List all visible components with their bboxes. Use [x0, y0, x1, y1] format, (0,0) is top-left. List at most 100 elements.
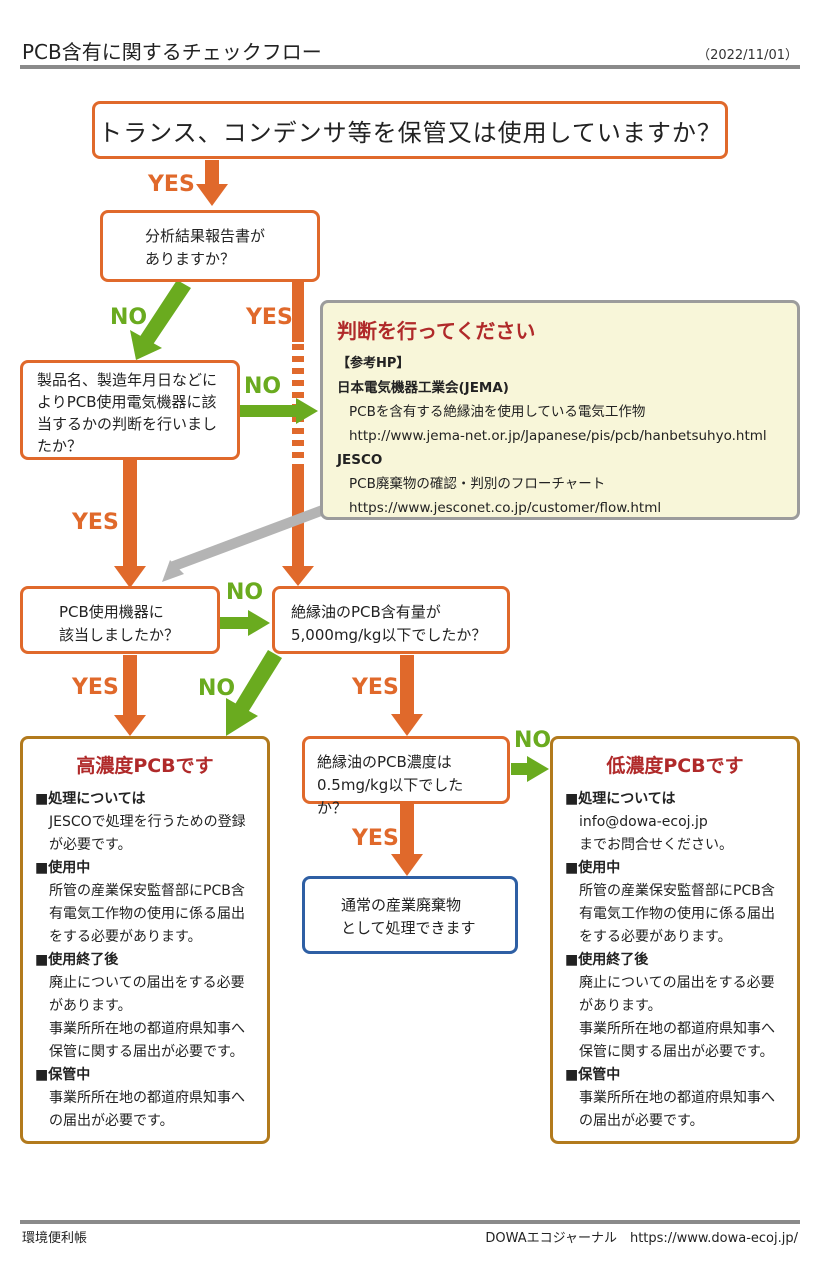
report-question-line: ありますか？ — [145, 250, 236, 268]
product-question-box: 製品名、製造年月日などに よりPCB使用電気機器に該 当するかの判断を行いまし … — [20, 360, 240, 460]
high-sec-body: JESCOで処理を行うための登録 — [49, 814, 246, 830]
arrow-head-product-info — [296, 398, 318, 424]
arrow-content-to-high — [234, 650, 282, 714]
low-sec-body: 保管に関する届出が必要です。 — [579, 1044, 774, 1060]
arrow-info-to-applies — [170, 500, 343, 570]
normal-waste-box: 通常の産業廃棄物 として処理できます — [302, 876, 518, 954]
info-org1-url[interactable]: http://www.jema-net.or.jp/Japanese/pis/p… — [349, 428, 767, 444]
high-sec-head: ■使用終了後 — [35, 952, 119, 968]
arrow-product-to-info — [240, 405, 298, 417]
content-question-box: 絶縁油のPCB含有量が 5,000mg/kg以下でしたか？ — [272, 586, 510, 654]
low-sec-body: をする必要があります。 — [579, 929, 732, 945]
yes-label-report: YES — [246, 305, 293, 330]
applies-question-line: PCB使用機器に — [59, 603, 164, 621]
high-sec-body: 保管に関する届出が必要です。 — [49, 1044, 244, 1060]
low-sec-body: 有電気工作物の使用に係る届出 — [579, 906, 775, 922]
low-sec-head: ■処理については — [565, 791, 676, 807]
dash-4 — [292, 380, 304, 386]
report-question-box: 分析結果報告書が ありますか？ — [100, 210, 320, 282]
info-org2-desc: PCB廃棄物の確認・判別のフローチャート — [349, 476, 606, 492]
info-org2-url[interactable]: https://www.jesconet.co.jp/customer/flow… — [349, 500, 662, 516]
dash-1 — [292, 344, 304, 350]
normal-waste-line: として処理できます — [341, 919, 476, 937]
low-sec-body: 所管の産業保安監督部にPCB含 — [579, 883, 775, 899]
high-sec-head: ■保管中 — [35, 1067, 91, 1083]
report-question-line: 分析結果報告書が — [145, 227, 266, 245]
arrow-report-to-product — [139, 280, 191, 346]
date-label: （2022/11/01） — [697, 48, 798, 63]
concentration-question-line: 0.5mg/kg以下でしたか？ — [317, 776, 464, 817]
no-label-concentration: NO — [514, 728, 552, 753]
reference-info-box: 判断を行ってください 【参考HP】 日本電気機器工業会(JEMA) PCBを含有… — [320, 300, 800, 520]
low-sec-body: 事業所所在地の都道府県知事へ — [579, 1021, 775, 1037]
dash-9 — [292, 440, 304, 446]
dash-3 — [292, 368, 304, 374]
arrow-product-to-applies — [123, 460, 137, 568]
dash-10 — [292, 452, 304, 458]
low-sec-body: 事業所所在地の都道府県知事へ — [579, 1090, 775, 1106]
arrow-head-content-conc — [391, 714, 423, 736]
high-sec-body: 事業所所在地の都道府県知事へ — [49, 1090, 245, 1106]
page-title: PCB含有に関するチェックフロー — [22, 40, 322, 64]
info-org1: 日本電気機器工業会(JEMA) — [337, 380, 509, 396]
low-pcb-title: 低濃度PCBです — [606, 755, 744, 777]
arrow-report-to-content-top — [292, 282, 304, 342]
low-pcb-result-box: 低濃度PCBです ■処理については info@dowa-ecoj.jp までお問… — [550, 736, 800, 1144]
info-org2: JESCO — [337, 452, 383, 468]
arrow-head-conc-low — [527, 756, 549, 782]
high-sec-head: ■使用中 — [35, 860, 91, 876]
header-rule — [20, 65, 800, 69]
arrow-head-report-product — [130, 330, 162, 360]
no-label-report: NO — [110, 305, 148, 330]
high-sec-head: ■処理については — [35, 791, 146, 807]
low-sec-head: ■保管中 — [565, 1067, 621, 1083]
high-sec-body: 所管の産業保安監督部にPCB含 — [49, 883, 245, 899]
high-sec-body: 有電気工作物の使用に係る届出 — [49, 906, 245, 922]
arrow-head-applies-content — [248, 610, 270, 636]
concentration-question-box: 絶縁油のPCB濃度は 0.5mg/kg以下でしたか？ — [302, 736, 510, 817]
dash-8 — [292, 428, 304, 434]
dash-5 — [292, 392, 304, 398]
arrow-head-report-content — [282, 566, 314, 586]
concentration-question-line: 絶縁油のPCB濃度は — [317, 753, 452, 771]
yes-label-main: YES — [148, 172, 195, 197]
arrow-head-conc-normal — [391, 854, 423, 876]
product-question-line: 当するかの判断を行いまし — [37, 415, 218, 433]
main-question-text: トランス、コンデンサ等を保管又は使用していますか？ — [98, 118, 722, 147]
dash-2 — [292, 356, 304, 362]
arrow-head-applies-high — [114, 715, 146, 736]
low-sec-body: までお問合せください。 — [579, 837, 733, 853]
applies-question-line: 該当しましたか？ — [59, 626, 180, 644]
arrow-applies-to-content — [220, 617, 250, 629]
info-title: 判断を行ってください — [337, 319, 536, 343]
arrow-head-info-applies — [162, 560, 184, 582]
high-sec-body: が必要です。 — [49, 837, 132, 853]
low-sec-body: があります。 — [579, 998, 662, 1014]
yes-label-concentration: YES — [352, 826, 399, 851]
no-label-content: NO — [198, 676, 236, 701]
high-sec-body: があります。 — [49, 998, 132, 1014]
high-pcb-title: 高濃度PCBです — [76, 755, 214, 777]
arrow-conc-to-normal — [400, 804, 414, 856]
arrow-main-to-report — [205, 160, 219, 186]
product-question-line: たか？ — [37, 437, 83, 455]
footer-rule — [20, 1220, 800, 1224]
arrow-content-to-conc — [400, 655, 414, 715]
info-org1-desc: PCBを含有する絶縁油を使用している電気工作物 — [349, 404, 646, 420]
arrow-conc-to-low — [511, 763, 529, 775]
product-question-line: よりPCB使用電気機器に該 — [37, 393, 217, 411]
arrow-applies-to-high — [123, 655, 137, 717]
normal-waste-line: 通常の産業廃棄物 — [341, 896, 462, 914]
low-sec-head: ■使用終了後 — [565, 952, 649, 968]
info-ref-label: 【参考HP】 — [337, 356, 410, 371]
content-question-line: 5,000mg/kg以下でしたか？ — [291, 626, 487, 644]
applies-question-box: PCB使用機器に 該当しましたか？ — [20, 586, 220, 654]
low-sec-body: の届出が必要です。 — [579, 1113, 704, 1129]
footer-right-text[interactable]: DOWAエコジャーナル https://www.dowa-ecoj.jp/ — [485, 1231, 798, 1246]
low-sec-body[interactable]: info@dowa-ecoj.jp — [579, 814, 708, 830]
low-sec-head: ■使用中 — [565, 860, 621, 876]
high-sec-body: 廃止についての届出をする必要 — [49, 975, 245, 991]
no-label-product: NO — [244, 374, 282, 399]
high-sec-body: の届出が必要です。 — [49, 1113, 174, 1129]
arrow-head-content-high — [226, 698, 258, 736]
